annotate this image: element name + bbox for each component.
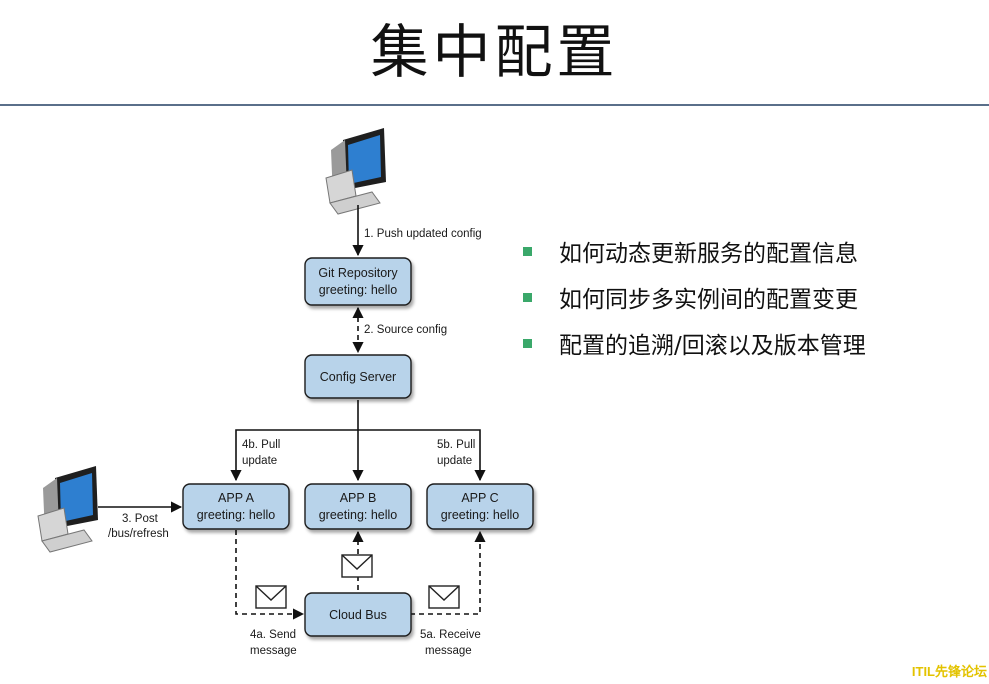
app-a-value: greeting: hello [197, 508, 276, 522]
message-envelope-icon [341, 554, 373, 578]
app-b-title: APP B [340, 491, 377, 505]
config-server-node [304, 354, 412, 399]
send-label-line1: 4a. Send [250, 629, 296, 641]
source-config-label: 2. Source config [364, 324, 447, 336]
app-b-node [304, 483, 412, 530]
post-label-line2: /bus/refresh [108, 528, 169, 540]
watermark: ITIL先锋论坛 [911, 664, 987, 679]
pull-c-label-line2: update [437, 455, 472, 467]
message-envelope-icon [255, 585, 287, 609]
send-label-line2: message [250, 645, 297, 657]
pull-c-label-line1: 5b. Pull [437, 439, 475, 451]
receive-label-line2: message [425, 645, 472, 657]
pull-a-label-line2: update [242, 455, 277, 467]
receive-label-line1: 5a. Receive [420, 629, 481, 641]
bullet-square-icon [523, 292, 532, 302]
app-c-node [426, 483, 534, 530]
pull-a-arrow [230, 429, 358, 482]
pull-a-label-line1: 4b. Pull [242, 439, 280, 451]
bullet-list: 如何动态更新服务的配置信息 如何同步多实例间的配置变更 配置的追溯/回滚以及版本… [520, 228, 960, 366]
bullet-item: 配置的追溯/回滚以及版本管理 [520, 320, 960, 366]
post-label-line1: 3. Post [122, 513, 159, 525]
bullet-square-icon [523, 338, 532, 348]
cloud-bus-node [304, 592, 412, 637]
bullet-text: 如何动态更新服务的配置信息 [559, 241, 858, 267]
admin-computer-icon [37, 466, 98, 553]
config-server-title: Config Server [320, 370, 396, 384]
git-repository-node [304, 257, 412, 306]
title-divider [0, 104, 989, 106]
send-message-arrow [235, 530, 305, 620]
app-c-title: APP C [461, 491, 498, 505]
developer-computer-icon [325, 128, 386, 215]
pull-c-arrow [358, 429, 486, 482]
app-c-value: greeting: hello [441, 508, 520, 522]
app-b-value: greeting: hello [319, 508, 398, 522]
cloud-bus-title: Cloud Bus [329, 608, 387, 622]
bullet-text: 配置的追溯/回滚以及版本管理 [559, 333, 866, 359]
bullet-square-icon [523, 246, 532, 256]
push-label: 1. Push updated config [364, 228, 482, 240]
app-a-title: APP A [218, 491, 255, 505]
message-envelope-icon [428, 585, 460, 609]
bullet-text: 如何同步多实例间的配置变更 [559, 287, 858, 313]
bullet-item: 如何动态更新服务的配置信息 [520, 228, 960, 274]
bullet-item: 如何同步多实例间的配置变更 [520, 274, 960, 320]
git-repository-value: greeting: hello [319, 283, 398, 297]
git-repository-title: Git Repository [318, 266, 398, 280]
page-title: 集中配置 [370, 18, 619, 86]
app-a-node [182, 483, 290, 530]
